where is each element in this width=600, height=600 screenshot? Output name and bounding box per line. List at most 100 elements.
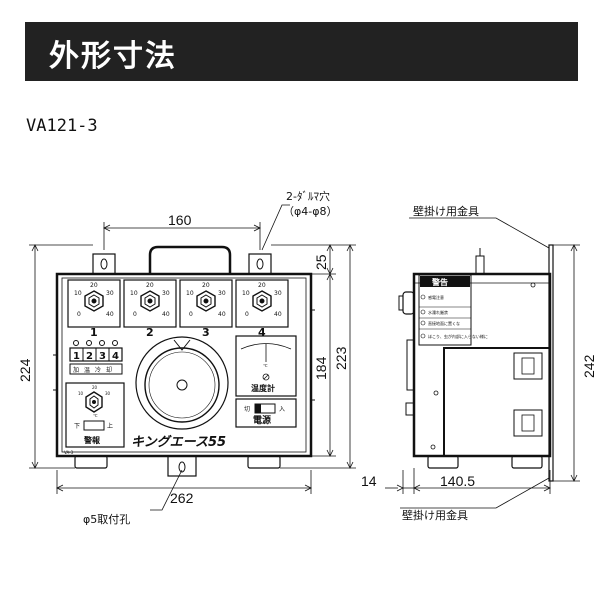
thermometer-label: 温度計: [251, 383, 275, 393]
dim-top: 160: [168, 212, 192, 228]
indicator-block: 1 2 3 4 加温冷却: [69, 340, 123, 375]
warning-line: 感電注意: [428, 294, 444, 300]
switch-digit: 2: [86, 351, 93, 362]
top-bracket-left: [92, 253, 116, 275]
scale-label: 40: [274, 311, 282, 318]
top-knob: [475, 255, 485, 275]
dim-width: 140.5: [440, 473, 475, 489]
power-label: 電源: [253, 414, 271, 426]
bottom-bracket: [167, 455, 197, 477]
alarm-low-label: 下: [74, 423, 80, 430]
scale-label: 0: [133, 311, 137, 318]
scale-label: 10: [78, 391, 84, 396]
power-on-label: 入: [279, 406, 285, 413]
side-dial-edge: [406, 339, 415, 391]
foot-left: [74, 455, 108, 469]
power-off-label: 切: [244, 406, 250, 413]
dim-bottom: 262: [170, 490, 194, 506]
brand-label: キングエース55: [131, 434, 226, 450]
dial-panel-4: [235, 279, 289, 328]
scale-label: 0: [77, 311, 81, 318]
dim-offset: 14: [361, 473, 377, 489]
scale-label: 30: [162, 290, 170, 297]
scale-label: 40: [218, 311, 226, 318]
handle: [148, 245, 232, 274]
top-bracket-right: [248, 253, 272, 275]
label-hole-bottom: φ5取付孔: [83, 513, 130, 526]
side-foot-left: [427, 455, 459, 469]
alarm-knob: [85, 391, 103, 413]
dial-number: 4: [258, 326, 266, 339]
label-hole-top: 2-ﾀﾞﾙﾏ穴: [286, 189, 330, 203]
foot-right: [247, 455, 281, 469]
side-box: [443, 347, 551, 457]
page-title: 外形寸法: [49, 39, 177, 74]
side-view: 警告 感電注意 水濡れ厳禁 直接地面に置くな ほこり、虫が内部に入らない様に: [361, 204, 597, 522]
scale-label: 20: [258, 282, 266, 289]
front-panel: [61, 277, 307, 453]
warning-line: 直接地面に置くな: [428, 320, 460, 326]
dim-height: 242: [581, 354, 597, 378]
dial-knob-inner: [88, 294, 100, 308]
dial-number: 2: [146, 326, 154, 339]
model-small: VA-3: [64, 450, 74, 455]
side-body: [412, 272, 552, 458]
dial-knob: [84, 290, 104, 312]
scale-label: 40: [162, 311, 170, 318]
switch-digit: 4: [112, 351, 119, 362]
thermometer: ℃ 温度計: [235, 335, 297, 397]
scale-label: 20: [90, 282, 98, 289]
scale-label: 20: [202, 282, 210, 289]
alarm-block: 10 20 30 ℃ 下 上 警報: [65, 382, 125, 448]
row-label: 加温冷却: [73, 366, 117, 374]
side-dimensions: [385, 217, 580, 509]
keyhole-left: [100, 258, 108, 270]
scale-label: 30: [106, 290, 114, 297]
alarm-label: 警報: [83, 435, 101, 445]
leader-hole-top: [261, 204, 290, 251]
power-switch: 切 入 電源: [235, 398, 297, 428]
unit-label: ℃: [263, 363, 268, 368]
scale-label: 0: [189, 311, 193, 318]
scale-label: 10: [130, 290, 138, 297]
front-dimensions: [29, 204, 356, 511]
label-bracket-top: 壁掛け用金具: [413, 204, 479, 218]
dial-number: 1: [90, 326, 98, 339]
model-number: VA121-3: [26, 116, 98, 136]
label-bracket-bottom: 壁掛け用金具: [402, 508, 468, 522]
scale-label: 10: [242, 290, 250, 297]
dim-small-top: 25: [313, 254, 329, 270]
switch-digit: 1: [73, 351, 80, 362]
keyhole-right: [256, 258, 264, 270]
dial-panel-1: [67, 279, 121, 328]
side-knob: [402, 291, 415, 315]
front-view: 20 10 30 40 0 20 10 30 40 0 20 10 30 40 …: [17, 189, 356, 526]
dial-knob-inner: [200, 294, 212, 308]
dial-panel-3: [179, 279, 233, 328]
main-dial: [135, 336, 229, 430]
switch-digit: 3: [99, 351, 106, 362]
scale-label: 0: [245, 311, 249, 318]
scale-label: 40: [106, 311, 114, 318]
front-body: [55, 272, 313, 458]
dial-number: 3: [202, 326, 210, 339]
unit-label: ℃: [93, 413, 98, 418]
leader-bracket-top: [409, 217, 550, 249]
scale-label: 10: [186, 290, 194, 297]
alarm-high-label: 上: [107, 422, 113, 430]
side-foot-right: [511, 455, 543, 469]
warning-label: 警告 感電注意 水濡れ厳禁 直接地面に置くな ほこり、虫が内部に入らない様に: [418, 274, 488, 346]
scale-label: 30: [218, 290, 226, 297]
warning-line: ほこり、虫が内部に入らない様に: [428, 333, 488, 339]
warning-title: 警告: [431, 277, 448, 287]
dial-knob-inner: [144, 294, 156, 308]
dial-pointer: [173, 339, 191, 351]
scale-label: 20: [146, 282, 154, 289]
scale-label: 30: [105, 391, 111, 396]
dial-knob: [196, 290, 216, 312]
dial-panel-2: [123, 279, 177, 328]
warning-line: 水濡れ厳禁: [428, 309, 448, 315]
alarm-knob-inner: [89, 395, 99, 409]
scale-label: 30: [274, 290, 282, 297]
